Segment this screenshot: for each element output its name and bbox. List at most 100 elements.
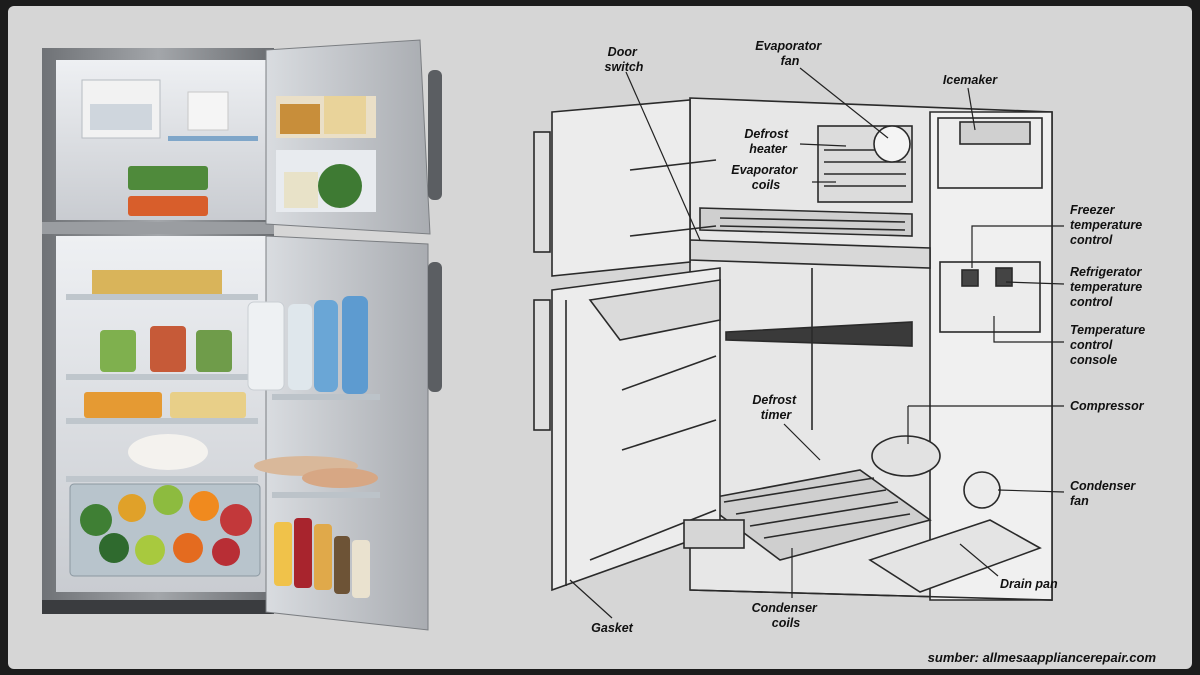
door-bin-3 [621,419,717,451]
jar-1 [100,330,136,372]
water-bottle-blue-2 [342,296,368,394]
shelf-line-2 [719,225,906,231]
produce-cucumber [99,533,129,563]
compartment-divider [42,222,274,234]
ice-bin-label [90,104,152,130]
egg-tray-2 [302,468,378,488]
door-food-2 [324,96,366,134]
door-shelf-1 [272,394,380,400]
produce-melon [80,504,112,536]
jar-3 [196,330,232,372]
lower-door-handle [533,299,551,431]
produce-lemon [118,494,146,522]
broccoli [318,164,362,208]
label-temp-control-console: Temperature control console [1070,323,1149,367]
label-condenser-fan: Condenser fan [1070,479,1139,508]
fridge-handle [428,262,442,392]
door-bin-2 [621,355,717,391]
produce-tangerine [173,533,203,563]
leader-defrost-heater [799,143,847,147]
orange-tray [84,392,162,418]
leader-fridge-temp [1005,281,1065,285]
upper-door-bin-1 [629,159,717,171]
water-bottle-blue-1 [314,300,338,392]
bottle-juice [274,522,292,586]
label-door-switch: Door switch [605,45,644,74]
door-food-3 [284,172,318,208]
label-freezer-temp-control: Freezer temperature control [1070,203,1146,247]
label-drain-pan: Drain pan [1000,577,1058,591]
label-compressor: Compressor [1070,399,1145,413]
fridge-shelf-drawing [725,321,913,347]
produce-apple-green [153,485,183,515]
shelf-3 [66,418,258,424]
upper-door-drawing [551,99,691,277]
label-evaporator-fan: Evaporator fan [755,39,824,68]
leader-gasket [569,579,613,619]
label-refrigerator-temp-control: Refrigerator temperature control [1070,265,1146,309]
source-credit: sumber: allmesaappliancerepair.com [928,650,1157,665]
shelf-4 [66,476,258,482]
control-console-drawing [939,261,1041,333]
base-line [689,589,1053,601]
bread-tray [92,270,222,294]
condenser-coils-drawing [683,519,745,549]
drain-pan-drawing [868,519,1042,593]
leader-door-switch [625,71,701,241]
diagram-labels: Door switch Evaporator fan Icemaker Defr… [591,39,1149,635]
label-condenser-coils: Condenser coils [752,601,821,630]
label-icemaker: Icemaker [943,73,998,87]
leader-lines [569,67,1065,619]
milk-jug [247,301,285,391]
shelf-1 [66,294,258,300]
jar-2 [150,326,186,372]
crisper-rib-3 [749,501,899,527]
freezer-handle [428,70,442,200]
label-evaporator-coils: Evaporator coils [731,163,800,192]
evaporator-fan-drawing [873,125,911,163]
icemaker-unit [959,121,1031,145]
vegetable-box [128,166,208,190]
bottle-brown [334,536,350,594]
upper-door-bin-2 [629,225,717,237]
bottle-red [294,518,312,588]
upper-door-handle [533,131,551,253]
leader-defrost-timer [783,423,821,461]
produce-lime [135,535,165,565]
leader-console [993,316,1064,343]
door-bin-1 [588,279,721,341]
carrot-box [128,196,208,216]
condenser-fan-drawing [963,471,1001,509]
door-food-1 [280,104,320,134]
fridge-photo [42,39,442,631]
produce-orange [189,491,219,521]
freezer-knob [961,269,979,287]
fridge-base [42,600,274,614]
cake [128,434,208,470]
fridge-line-diagram [533,97,1053,601]
label-gasket: Gasket [591,621,634,635]
crisper-rib-2 [735,489,887,515]
bottle-amber [314,524,332,590]
crisper-rib-4 [763,513,911,539]
produce-apple-red [220,504,252,536]
leader-icemaker [967,87,976,131]
freezer-container [187,91,229,131]
crisper-rib-1 [723,477,875,503]
label-defrost-heater: Defrost heater [744,127,791,156]
leader-evaporator-fan [799,67,889,139]
freezer-shelf [168,136,258,141]
leader-freezer-temp [971,225,1064,268]
shelf-line-1 [719,217,906,223]
label-defrost-timer: Defrost timer [752,393,799,422]
banana-tray [170,392,246,418]
leader-drain-pan [959,543,999,577]
bottle-cream [352,540,370,598]
produce-tomato [212,538,240,566]
door-bin-4 [589,509,717,561]
fridge-knob [995,267,1013,287]
water-bottle-clear [288,304,312,390]
door-shelf-2 [272,492,380,498]
